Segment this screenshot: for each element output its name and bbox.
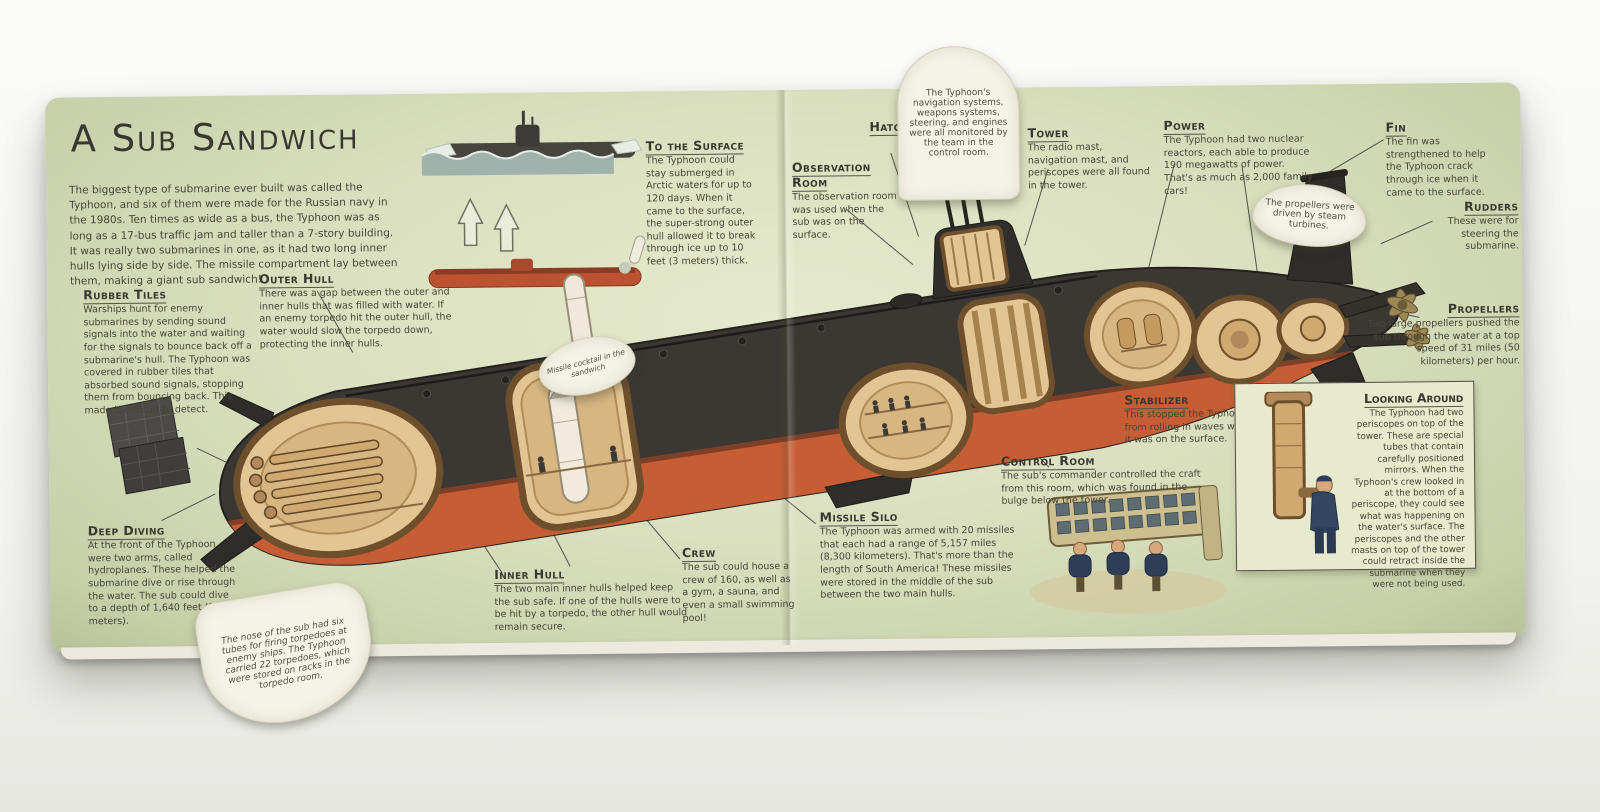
callout-body: The fin was strengthened to help the Typ… (1385, 136, 1486, 199)
deck-hatches (422, 285, 1063, 399)
torpedo-lift-flap[interactable]: The nose of the sub had six tubes for fi… (191, 577, 383, 735)
book-spread: A Sub Sandwich The biggest type of subma… (45, 45, 1526, 735)
callout-body: The Typhoon was armed with 20 missiles t… (819, 524, 1015, 601)
callout-outer-hull: Outer Hull There was a gap between the o… (258, 269, 458, 351)
propellers-icon (1386, 288, 1431, 351)
missile-launch-scene-icon (428, 235, 646, 289)
callout-body: The observation room was used when the s… (792, 190, 897, 241)
callout-body: There was a gap between the outer and in… (259, 286, 452, 351)
flap-text: Missile cocktail in the sandwich (545, 347, 626, 380)
callout-body: The Typhoon could stay submerged in Arct… (645, 154, 756, 268)
periscope-illustration (1264, 391, 1340, 554)
callout-body: Warships hunt for enemy submarines by se… (83, 303, 252, 417)
callout-body: These were for steering the submarine. (1447, 215, 1519, 253)
callout-title: Crew (681, 544, 716, 563)
submarine (200, 162, 1431, 585)
callout-crew: Crew The sub could house a crew of 160, … (681, 544, 797, 625)
reactor-cutaway (1083, 281, 1198, 388)
callout-title: Looking Around (1363, 389, 1464, 408)
callout-body: Two large propellers pushed the sub thro… (1367, 317, 1521, 368)
submarine-cutaway-illustration (105, 110, 1433, 614)
callout-title: Deep Diving (87, 522, 165, 541)
callout-body: The radio mast, navigation mast, and per… (1027, 141, 1150, 192)
callout-control-room: Control Room The sub's commander control… (1000, 452, 1204, 509)
surface-scene-icon (421, 110, 643, 176)
callout-title: Inner Hull (494, 566, 565, 585)
page-title: A Sub Sandwich (70, 114, 360, 161)
ascend-arrows-icon (457, 197, 520, 252)
callout-title: Rubber Tiles (83, 286, 167, 305)
missile-tubes-cutaway (957, 293, 1055, 415)
callout-title: Tower (1027, 125, 1069, 143)
callout-title: Observation Room (791, 159, 871, 192)
callout-to-the-surface: To the Surface The Typhoon could stay su… (645, 137, 759, 269)
callout-title: Propellers (1447, 300, 1520, 319)
callout-title: Missile Silo (819, 508, 898, 527)
callout-body: The Typhoon had two periscopes on top of… (1350, 407, 1466, 591)
control-room-illustration (1030, 484, 1227, 614)
flap-text: The nose of the sub had six tubes for fi… (220, 616, 352, 692)
observation-dome-icon (889, 293, 923, 309)
callout-inner-hull: Inner Hull The two main inner hulls help… (494, 565, 689, 635)
callout-fin: Fin The fin was strengthened to help the… (1385, 118, 1504, 199)
callout-title: Power (1163, 117, 1206, 136)
crew-compartment-cutaway (838, 362, 974, 479)
callout-title: Outer Hull (258, 270, 334, 289)
torpedo-room-cutaway (233, 397, 444, 559)
looking-around-text: Looking Around The Typhoon had two peris… (1347, 389, 1465, 590)
navigation-lift-flap[interactable]: The Typhoon's navigation systems, weapon… (896, 45, 1021, 201)
callout-title: Fin (1385, 119, 1407, 137)
callout-tower: Tower The radio mast, navigation mast, a… (1027, 124, 1154, 193)
callout-body: The two main inner hulls helped keep the… (494, 582, 688, 633)
flap-text: The Typhoon's navigation systems, weapon… (909, 87, 1008, 159)
callout-propellers: Propellers Two large propellers pushed t… (1367, 300, 1520, 369)
callout-rubber-tiles: Rubber Tiles Warships hunt for enemy sub… (83, 286, 254, 418)
callout-body: The sub could house a crew of 160, as we… (682, 560, 795, 624)
callout-title: To the Surface (645, 137, 745, 156)
hydroplane-upper-icon (218, 391, 275, 429)
stern-cutaway (1276, 297, 1350, 360)
callout-observation-room: Observation Room The observation room wa… (791, 159, 903, 243)
callout-title: Rudders (1464, 198, 1519, 216)
callout-body: The sub's commander controlled the craft… (1001, 468, 1201, 507)
flap-text: The propellers were driven by steam turb… (1265, 197, 1355, 232)
callout-title: Control Room (1000, 452, 1095, 471)
turbine-cutaway (1190, 294, 1289, 385)
callout-missile-silo: Missile Silo The Typhoon was armed with … (819, 508, 1024, 603)
operators-icon (1068, 539, 1168, 592)
looking-around-box: Looking Around The Typhoon had two peris… (1234, 380, 1477, 590)
rubber-tiles-icon (105, 395, 191, 495)
callout-rudders: Rudders These were for steering the subm… (1434, 198, 1519, 254)
